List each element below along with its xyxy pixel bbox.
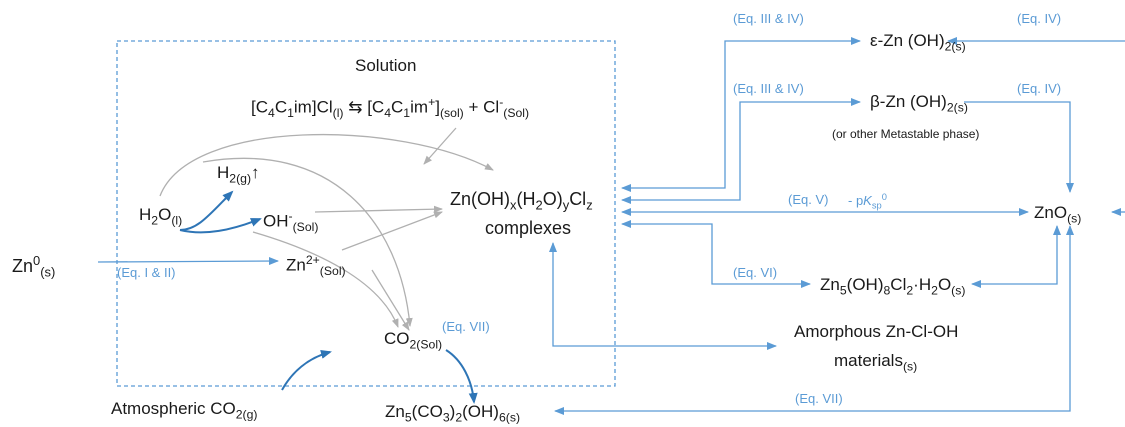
label-pksp: - pKsp0 — [848, 192, 887, 211]
arrow-complex-to-beta — [621, 98, 861, 204]
species-h2o: H2O(l) — [139, 205, 183, 228]
species-beta-note: (or other Metastable phase) — [832, 127, 980, 141]
species-complex-line2: complexes — [485, 218, 572, 238]
arrow-h2o-to-oh — [179, 218, 262, 234]
species-zn2: Zn2+(Sol) — [286, 253, 346, 278]
species-h2: H2(g)↑ — [217, 163, 260, 186]
species-amorphous-line1: Amorphous Zn-Cl-OH — [794, 322, 959, 341]
arrow-complex-to-epsilon — [621, 37, 861, 192]
species-oh: OH-(Sol) — [263, 209, 319, 234]
arrow-complex-to-simonkolleite — [621, 220, 811, 288]
species-epsilon-zn-oh2: ε-Zn (OH)2(s) — [870, 31, 966, 54]
arrow-h2o-to-co2 — [202, 157, 413, 327]
arrow-oh-to-co2 — [252, 231, 399, 328]
arrow-oh-to-complex — [314, 205, 443, 213]
arrow-zn2-to-co2 — [371, 269, 410, 331]
arrow-zn0-to-zn2 — [97, 257, 279, 266]
solution-title: Solution — [355, 56, 417, 75]
label-eq-iv-top: (Eq. IV) — [1017, 11, 1062, 26]
label-eq-vi: (Eq. VI) — [733, 265, 778, 280]
label-eq-iv-mid: (Eq. IV) — [1017, 81, 1062, 96]
species-co2-atmospheric: Atmospheric CO2(g) — [111, 399, 258, 422]
species-zno: ZnO(s) — [1034, 203, 1082, 226]
label-eq-iii-iv-top: (Eq. III & IV) — [733, 11, 804, 26]
species-hydrozincite: Zn5(CO3)2(OH)6(s) — [385, 402, 521, 425]
arrow-complex-to-amorphous — [549, 242, 777, 350]
arrow-co2-to-hydrozincite — [445, 349, 478, 404]
label-eq-vii-mid: (Eq. VII) — [442, 319, 490, 334]
ionic-liquid-equilibrium: [C4C1im]Cl(l) ⇆ [C4C1im+](sol) + Cl-(Sol… — [251, 95, 530, 120]
arrow-h2o-to-complex — [159, 133, 494, 197]
solution-box — [116, 40, 616, 387]
arrow-atm-co2-to-co2 — [281, 350, 332, 391]
label-eq-i-ii: (Eq. I & II) — [117, 265, 176, 280]
arrow-zno-to-hydrozincite — [554, 225, 1074, 415]
label-eq-v: (Eq. V) — [788, 192, 829, 207]
arrow-beta-to-zno — [964, 101, 1074, 193]
species-zn0: Zn0(s) — [12, 253, 56, 280]
arrow-simonkolleite-zno — [971, 225, 1061, 288]
species-amorphous-line2: materials(s) — [834, 351, 918, 374]
arrow-h2o-to-h2 — [179, 190, 234, 231]
species-co2-sol: CO2(Sol) — [384, 329, 443, 352]
label-eq-vii-bottom: (Eq. VII) — [795, 391, 843, 406]
species-complex: Zn(OH)x(H2O)yClz — [450, 189, 593, 213]
species-beta-zn-oh2: β-Zn (OH)2(s) — [870, 92, 968, 115]
species-simonkolleite: Zn5(OH)8Cl2·H2O(s) — [820, 275, 966, 298]
arrow-zn2-to-complex — [341, 211, 443, 251]
label-eq-iii-iv-mid: (Eq. III & IV) — [733, 81, 804, 96]
arrow-il-to-complex — [423, 127, 457, 165]
